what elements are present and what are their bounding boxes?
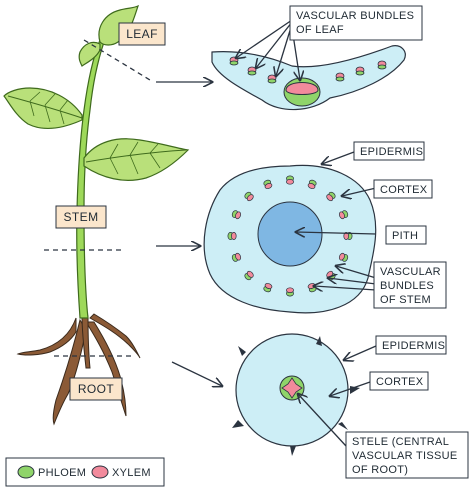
xylem-swatch (91, 465, 109, 479)
root-epidermis-label: EPIDERMIS (375, 335, 447, 355)
stem-bundle-xylem (264, 183, 273, 189)
right-leaf (83, 138, 190, 181)
stem-epidermis-label: EPIDERMIS (353, 141, 425, 161)
stem-label-text: STEM (64, 210, 99, 224)
root-cross-section: EPIDERMIS CORTEX STELE (CENTRAL VASCULAR… (232, 333, 469, 479)
stem-pith (257, 201, 323, 267)
leaf-label: LEAF (118, 22, 166, 46)
root-stele-label: STELE (CENTRAL VASCULAR TISSUE OF ROOT) (345, 431, 469, 479)
stem-label: STEM (55, 205, 107, 229)
stem-vascular-label: VASCULAR BUNDLES OF STEM (373, 261, 447, 309)
legend-phloem-text: PHLOEM (38, 467, 86, 479)
stem-vascular-bundle (231, 252, 242, 262)
root-cortex-label: CORTEX (369, 371, 429, 391)
left-leaf (3, 87, 83, 129)
stem-bundle-xylem (307, 183, 316, 189)
stem-vascular-bundle (338, 210, 349, 220)
stem-cross-section: EPIDERMIS CORTEX PITH VASCULAR BUNDLES O… (203, 141, 447, 314)
stem-bundle-xylem (246, 270, 254, 278)
stem-vascular-bundle (326, 191, 336, 202)
stem-bundle-xylem (231, 232, 237, 240)
stem-vascular-bundle (338, 252, 349, 262)
stem-bundle-xylem (235, 211, 242, 220)
stem (76, 39, 105, 319)
stem-vascular-bundles (227, 175, 353, 297)
stem-vascular-bundle (244, 191, 254, 202)
root-label-text: ROOT (78, 382, 115, 396)
root-stele-line2: VASCULAR TISSUE (352, 450, 458, 462)
stem-pith-label: PITH (385, 225, 427, 245)
stem-bundle-xylem (338, 252, 345, 261)
legend-xylem-text: XYLEM (112, 467, 151, 479)
stem-vascular-line3: OF STEM (380, 294, 431, 306)
legend-xylem: XYLEM (91, 465, 151, 479)
stem-pith-text: PITH (392, 230, 418, 242)
stem-vascular-bundle (244, 270, 254, 281)
leaf-cut-line (83, 39, 151, 81)
stem-bundle-xylem (286, 287, 294, 293)
stem-vascular-line2: BUNDLES (380, 280, 434, 292)
leaf-cross-section: VASCULAR BUNDLES OF LEAF (211, 5, 423, 111)
stem-vascular-bundle (307, 179, 317, 189)
root-epidermis-text: EPIDERMIS (382, 340, 445, 352)
stem-bundle-xylem (246, 194, 254, 202)
stem-bundle-xylem (235, 252, 242, 261)
stem-vascular-bundle (286, 175, 294, 185)
stem-bundle-xylem (326, 194, 334, 202)
legend: PHLOEM XYLEM (5, 457, 165, 487)
stem-epidermis-text: EPIDERMIS (360, 146, 423, 158)
stem-vascular-bundle (227, 232, 237, 240)
leaf-small-bundles (229, 56, 387, 84)
leaf-vascular-line2: OF LEAF (296, 24, 344, 36)
root-arrow (171, 361, 222, 386)
roots (16, 313, 141, 426)
root-cortex-text: CORTEX (376, 376, 424, 388)
leaf-midrib-xylem (285, 82, 319, 95)
stem-bundle-xylem (264, 283, 273, 289)
stem-vascular-bundle (286, 287, 294, 297)
stem-bundle-xylem (286, 179, 294, 185)
root-stele-line1: STELE (CENTRAL (352, 436, 449, 448)
leaf-vascular-line1: VASCULAR BUNDLES (296, 10, 414, 22)
stem-vascular-bundle (263, 179, 273, 189)
leaf-label-text: LEAF (126, 27, 158, 41)
phloem-swatch (17, 465, 35, 479)
legend-phloem: PHLOEM (17, 465, 86, 479)
stem-cortex-text: CORTEX (380, 184, 428, 196)
stem-vascular-bundle (263, 283, 273, 293)
plant: LEAF STEM ROOT (3, 4, 190, 426)
root-stele-line3: OF ROOT) (352, 464, 408, 476)
leaf-vascular-label: VASCULAR BUNDLES OF LEAF (289, 5, 423, 41)
stem-bundle-xylem (343, 232, 349, 240)
root-label: ROOT (69, 377, 123, 401)
stem-vascular-line1: VASCULAR (380, 266, 441, 278)
stem-vascular-bundle (343, 232, 353, 240)
stem-cortex-label: CORTEX (373, 179, 433, 199)
stem-vascular-bundle (231, 210, 242, 220)
stem-bundle-xylem (338, 211, 345, 220)
